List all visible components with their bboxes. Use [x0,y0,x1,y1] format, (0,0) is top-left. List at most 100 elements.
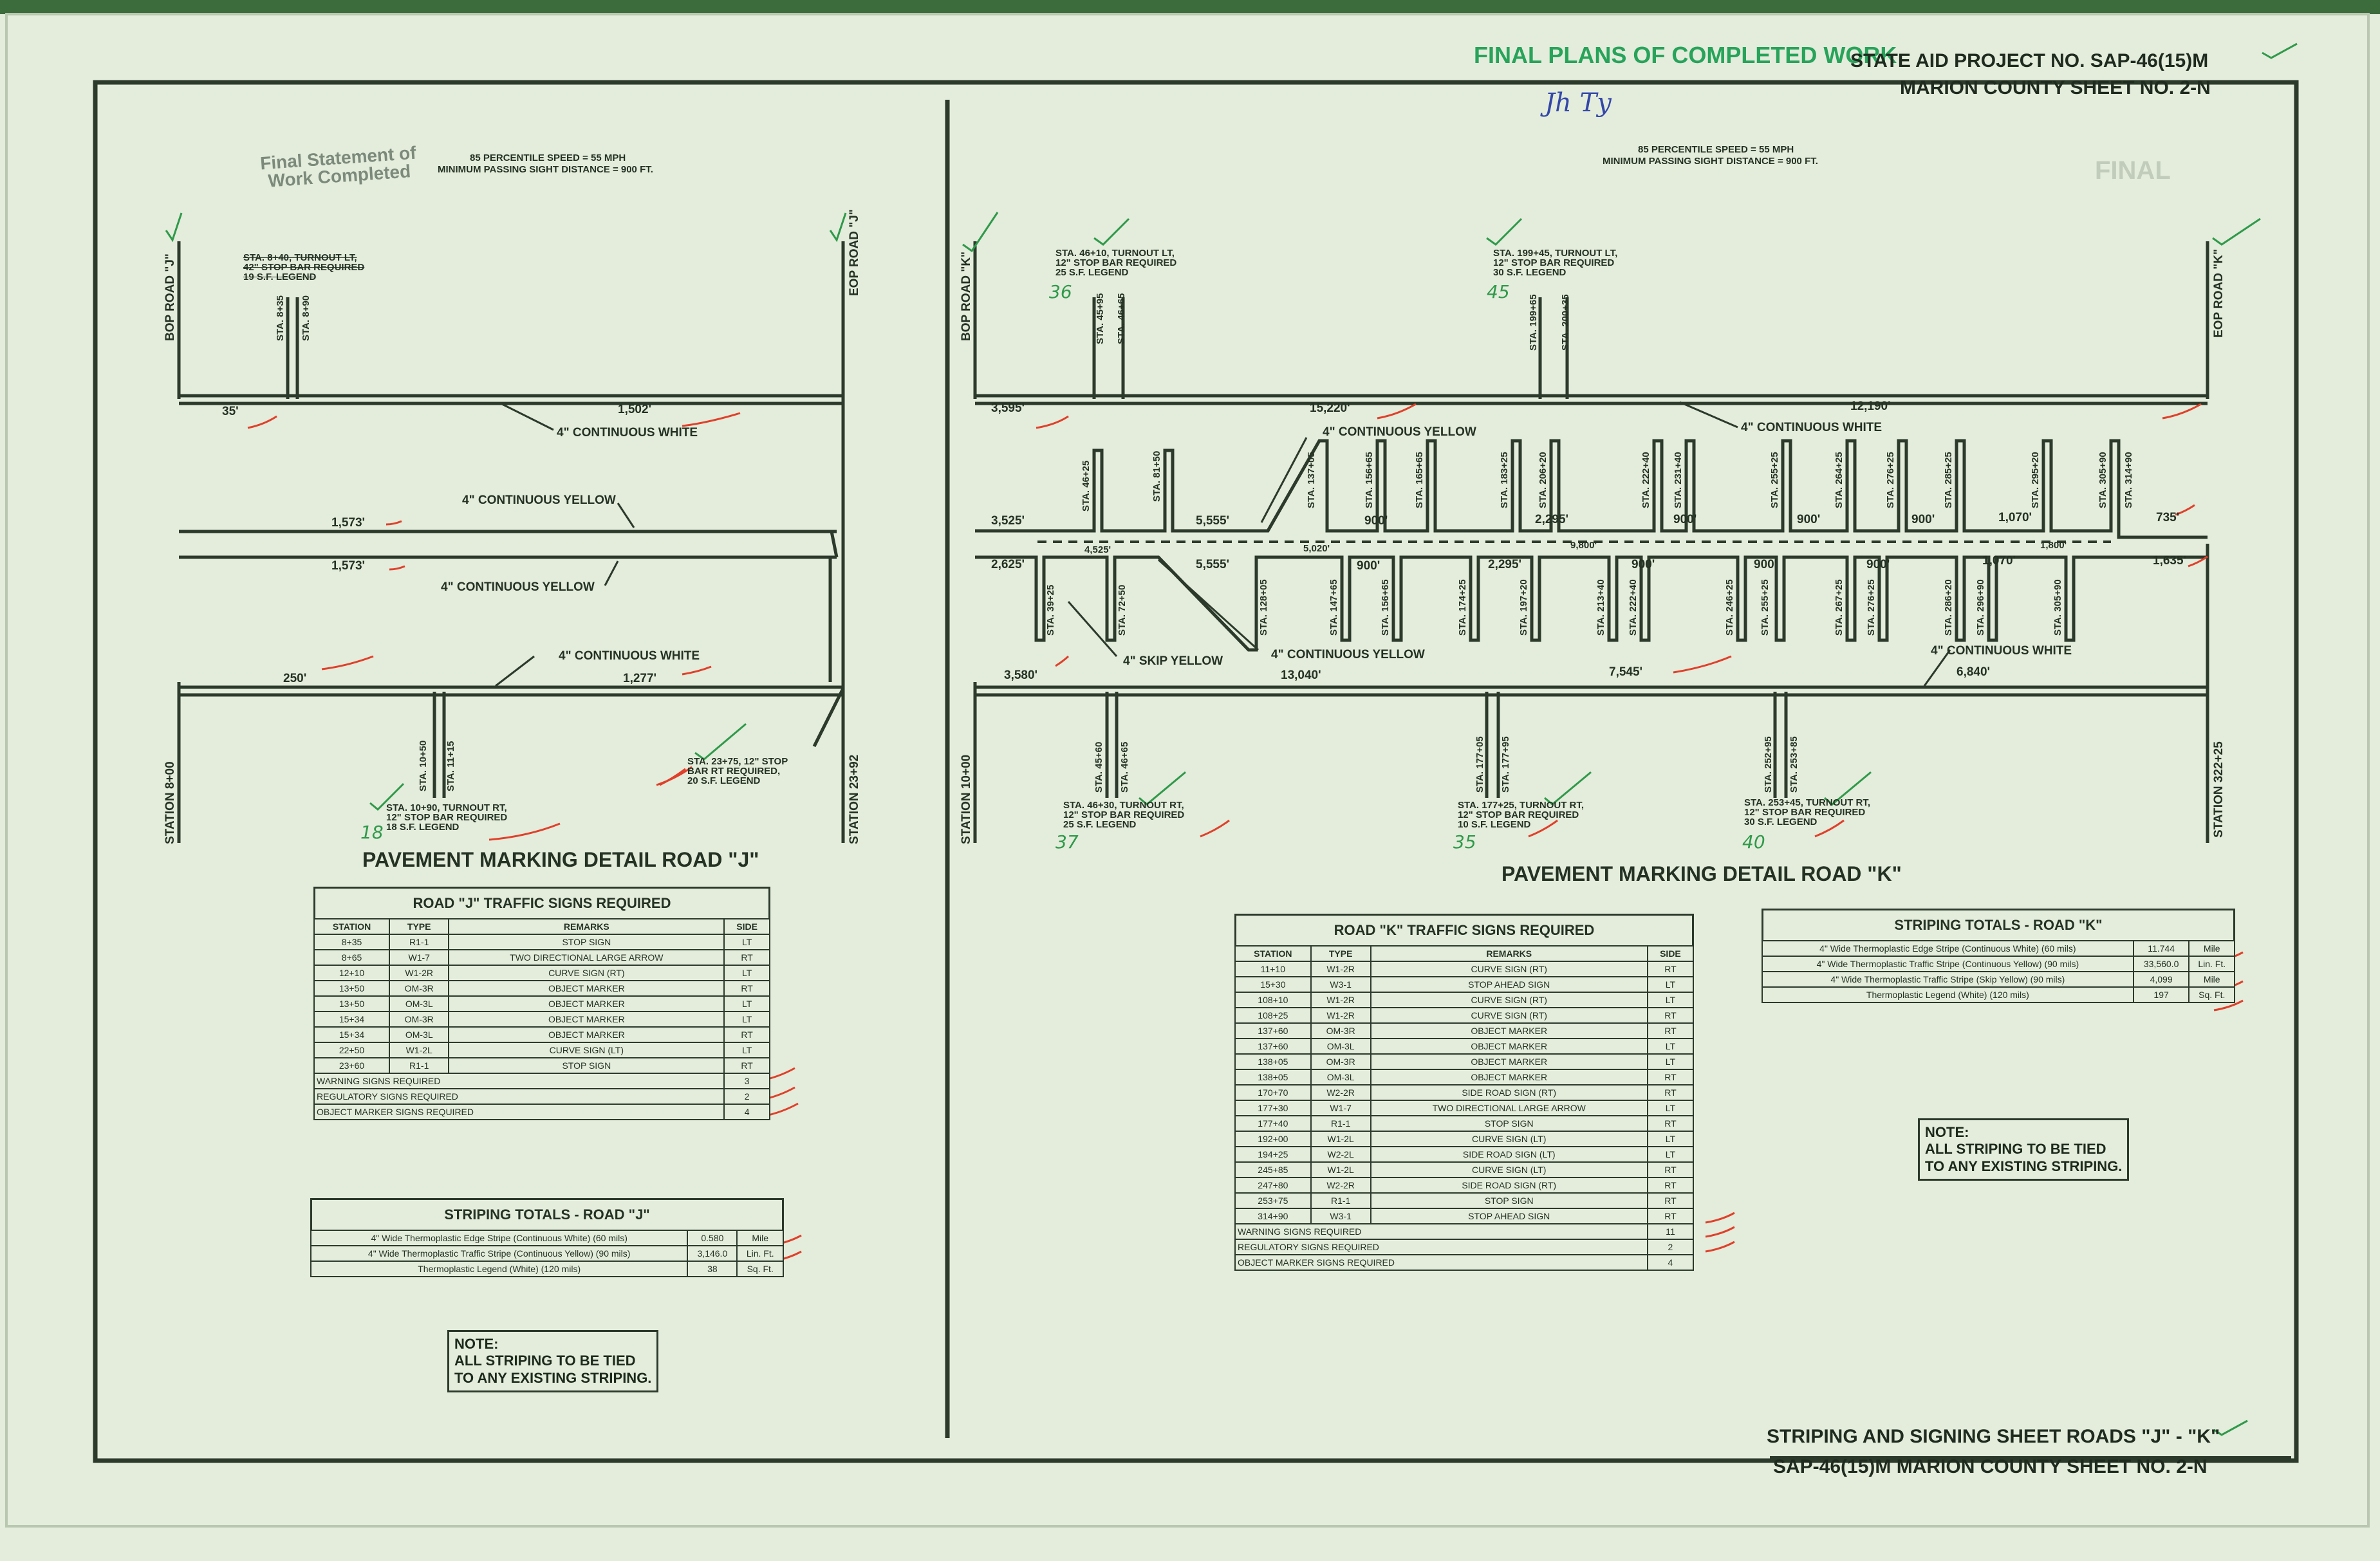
sta-bottom: STA. 177+95 [1500,736,1511,793]
dist-900: 900' [1673,513,1697,526]
cell: R1-1 [1310,1115,1371,1132]
col-remarks: REMARKS [448,918,725,935]
signature: Jh Ty [1545,88,1612,118]
cell: 33,560.0 [2132,956,2190,972]
cell: 197 [2132,986,2190,1003]
striping-table-j-title: STRIPING TOTALS - ROAD "J" [310,1198,784,1230]
note-j: NOTE: ALL STRIPING TO BE TIED TO ANY EXI… [447,1330,659,1393]
cell: STOP SIGN [448,1057,725,1074]
cell: 2 [1646,1239,1695,1255]
hand-note-35: 35 [1453,831,1476,853]
cell: LT [723,1011,770,1028]
cell: 108+25 [1234,1007,1312,1024]
cell: 253+75 [1234,1192,1312,1209]
cell: W1-2R [1310,992,1371,1008]
sta-upper: STA. 255+25 [1769,452,1780,508]
cell: LT [723,1042,770,1058]
callout-j-top: STA. 8+40, TURNOUT LT, 42" STOP BAR REQU… [243,252,365,282]
dist-900: 900' [1911,513,1935,526]
cell: W1-7 [389,949,450,966]
dist-5555-b: 5,555' [1196,558,1230,571]
cell: OM-3R [389,1011,450,1028]
cell: Sq. Ft. [2188,986,2235,1003]
cell: 23+60 [313,1057,391,1074]
sta-upper: STA. 81+50 [1151,450,1162,502]
cell: SIDE ROAD SIGN (LT) [1370,1146,1648,1163]
cell: RT [723,980,770,997]
sta-lower: STA. 305+90 [2052,579,2063,636]
sta-upper: STA. 305+90 [2097,452,2108,508]
cell: LT [723,965,770,981]
cell: REGULATORY SIGNS REQUIRED [313,1088,725,1105]
dist-1070-b: 1,070' [1982,554,2016,568]
speed-note-j-1: 85 PERCENTILE SPEED = 55 MPH [470,152,626,163]
sta-top: STA. 200+35 [1560,294,1571,351]
dist-1573-b: 1,573' [331,559,366,573]
sta-890: STA. 8+90 [301,295,311,341]
cell: WARNING SIGNS REQUIRED [1234,1223,1648,1240]
cell: REGULATORY SIGNS REQUIRED [1234,1239,1648,1255]
top-scan-bar [0,0,2380,14]
label-cy-top-j: 4" CONTINUOUS YELLOW [462,494,616,507]
cell: OM-3R [1310,1022,1371,1039]
cell: LT [723,934,770,950]
sta-lower: STA. 296+90 [1975,579,1986,636]
signs-table-j: ROAD "J" TRAFFIC SIGNS REQUIRED STATION … [313,887,770,1120]
cell: 11 [1646,1223,1695,1240]
col-remarks: REMARKS [1370,945,1648,962]
speed-note-k-2: MINIMUM PASSING SIGHT DISTANCE = 900 FT. [1603,156,1818,167]
label-cw-top-k: 4" CONTINUOUS WHITE [1741,421,1883,434]
sta-upper: STA. 231+40 [1673,452,1684,508]
sta-upper: STA. 314+90 [2123,452,2134,508]
sta-bottom: STA. 177+05 [1474,736,1485,793]
col-side: SIDE [1646,945,1695,962]
cell: Thermoplastic Legend (White) (120 mils) [1762,986,2134,1003]
cell: LT [1646,1100,1695,1116]
cell: LT [1646,1131,1695,1147]
dist-5555-a: 5,555' [1196,514,1230,528]
dist-35: 35' [222,405,239,418]
cell: 194+25 [1234,1146,1312,1163]
cell: 15+34 [313,1011,391,1028]
cell: 2 [723,1088,770,1105]
sta-upper: STA. 137+05 [1306,452,1317,508]
cell: RT [1646,1069,1695,1085]
road-k-lines [973,241,2209,843]
sta-lower: STA. 147+65 [1328,579,1339,636]
dist-3525: 3,525' [991,514,1025,528]
cell: 0.580 [687,1230,738,1246]
dist-7545: 7,545' [1609,665,1643,679]
pavement-detail-title-j: PAVEMENT MARKING DETAIL ROAD "J" [362,848,759,871]
sta-upper: STA. 285+25 [1943,452,1954,508]
dist-900: 900' [1632,558,1655,571]
sta-lower: STA. 222+40 [1628,579,1639,636]
dist-1502: 1,502' [618,403,652,416]
table-row: Thermoplastic Legend (White) (120 mils)1… [1762,986,2235,1003]
striping-table-j: STRIPING TOTALS - ROAD "J" 4" Wide Therm… [310,1198,784,1277]
sta-upper: STA. 206+20 [1538,452,1548,508]
cell: RT [1646,961,1695,977]
dist-3580: 3,580' [1004,669,1038,682]
cell: SIDE ROAD SIGN (RT) [1370,1177,1648,1194]
dist-1070-a: 1,070' [1998,511,2032,524]
cell: OBJECT MARKER [448,995,725,1012]
dist-6840: 6,840' [1957,665,1991,679]
table-row: 4" Wide Thermoplastic Edge Stripe (Conti… [1762,940,2235,957]
cell: W1-2R [1310,961,1371,977]
sta-upper: STA. 46+25 [1081,460,1092,512]
col-type: TYPE [389,918,450,935]
cell: LT [1646,992,1695,1008]
cell: 245+85 [1234,1161,1312,1178]
hand-note-18: 18 [360,822,384,843]
label-cy-bottom-j: 4" CONTINUOUS YELLOW [441,580,595,594]
cell: SIDE ROAD SIGN (RT) [1370,1084,1648,1101]
